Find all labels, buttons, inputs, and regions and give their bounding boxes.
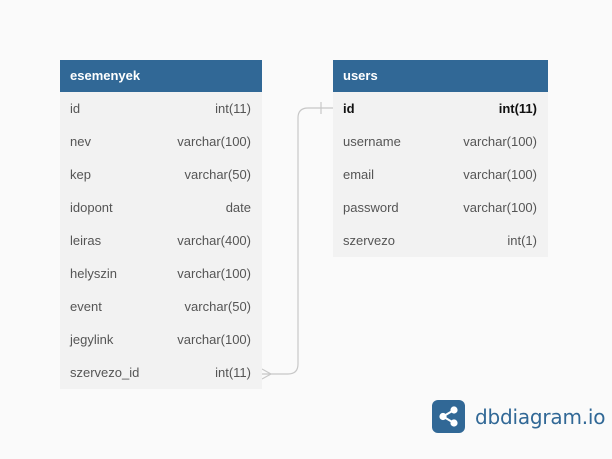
field-row-helyszin[interactable]: helyszin varchar(100) bbox=[60, 257, 262, 290]
field-name: jegylink bbox=[70, 332, 114, 347]
field-type: varchar(50) bbox=[184, 299, 251, 314]
field-name: id bbox=[343, 101, 355, 116]
field-type: varchar(50) bbox=[184, 167, 251, 182]
field-name: username bbox=[343, 134, 401, 149]
field-type: int(11) bbox=[215, 365, 251, 380]
field-type: int(11) bbox=[498, 101, 537, 116]
field-row-idopont[interactable]: idopont date bbox=[60, 191, 262, 224]
field-type: varchar(100) bbox=[177, 266, 251, 281]
field-name: password bbox=[343, 200, 399, 215]
cardinality-many-marker bbox=[261, 368, 273, 380]
share-icon bbox=[432, 400, 465, 433]
table-header[interactable]: users bbox=[333, 60, 548, 92]
field-type: varchar(100) bbox=[463, 167, 537, 182]
relation-esemenyek-szervezo_id-users-id[interactable] bbox=[262, 107, 333, 375]
field-row-password[interactable]: password varchar(100) bbox=[333, 191, 548, 224]
field-name: nev bbox=[70, 134, 91, 149]
field-name: kep bbox=[70, 167, 91, 182]
field-type: int(11) bbox=[215, 101, 251, 116]
field-row-kep[interactable]: kep varchar(50) bbox=[60, 158, 262, 191]
brand-name: dbdiagram.io bbox=[475, 404, 606, 429]
field-row-nev[interactable]: nev varchar(100) bbox=[60, 125, 262, 158]
field-row-email[interactable]: email varchar(100) bbox=[333, 158, 548, 191]
field-row-id[interactable]: id int(11) bbox=[333, 92, 548, 125]
field-row-event[interactable]: event varchar(50) bbox=[60, 290, 262, 323]
field-name: id bbox=[70, 101, 81, 116]
field-type: varchar(100) bbox=[463, 200, 537, 215]
field-row-szervezo[interactable]: szervezo int(1) bbox=[333, 224, 548, 257]
field-type: varchar(100) bbox=[177, 332, 251, 347]
field-type: int(1) bbox=[507, 233, 537, 248]
field-name: helyszin bbox=[70, 266, 117, 281]
field-row-username[interactable]: username varchar(100) bbox=[333, 125, 548, 158]
field-type: varchar(100) bbox=[463, 134, 537, 149]
field-row-id[interactable]: id int(11) bbox=[60, 92, 262, 125]
field-row-jegylink[interactable]: jegylink varchar(100) bbox=[60, 323, 262, 356]
field-name: idopont bbox=[70, 200, 113, 215]
field-type: varchar(100) bbox=[177, 134, 251, 149]
field-name: szervezo_id bbox=[70, 365, 140, 380]
field-row-szervezo_id[interactable]: szervezo_id int(11) bbox=[60, 356, 262, 389]
field-name: event bbox=[70, 299, 102, 314]
brand-name-suffix: .io bbox=[581, 404, 606, 429]
table-header[interactable]: esemenyek bbox=[60, 60, 262, 92]
dbdiagram-brand[interactable]: dbdiagram.io bbox=[432, 400, 606, 433]
table-esemenyek[interactable]: esemenyek id int(11) nev varchar(100) kep var… bbox=[60, 60, 262, 389]
field-type: date bbox=[225, 200, 251, 215]
brand-name-main: dbdiagram bbox=[475, 404, 582, 429]
field-name: leiras bbox=[70, 233, 102, 248]
field-name: email bbox=[343, 167, 375, 182]
field-row-leiras[interactable]: leiras varchar(400) bbox=[60, 224, 262, 257]
field-name: szervezo bbox=[343, 233, 396, 248]
field-type: varchar(400) bbox=[177, 233, 251, 248]
